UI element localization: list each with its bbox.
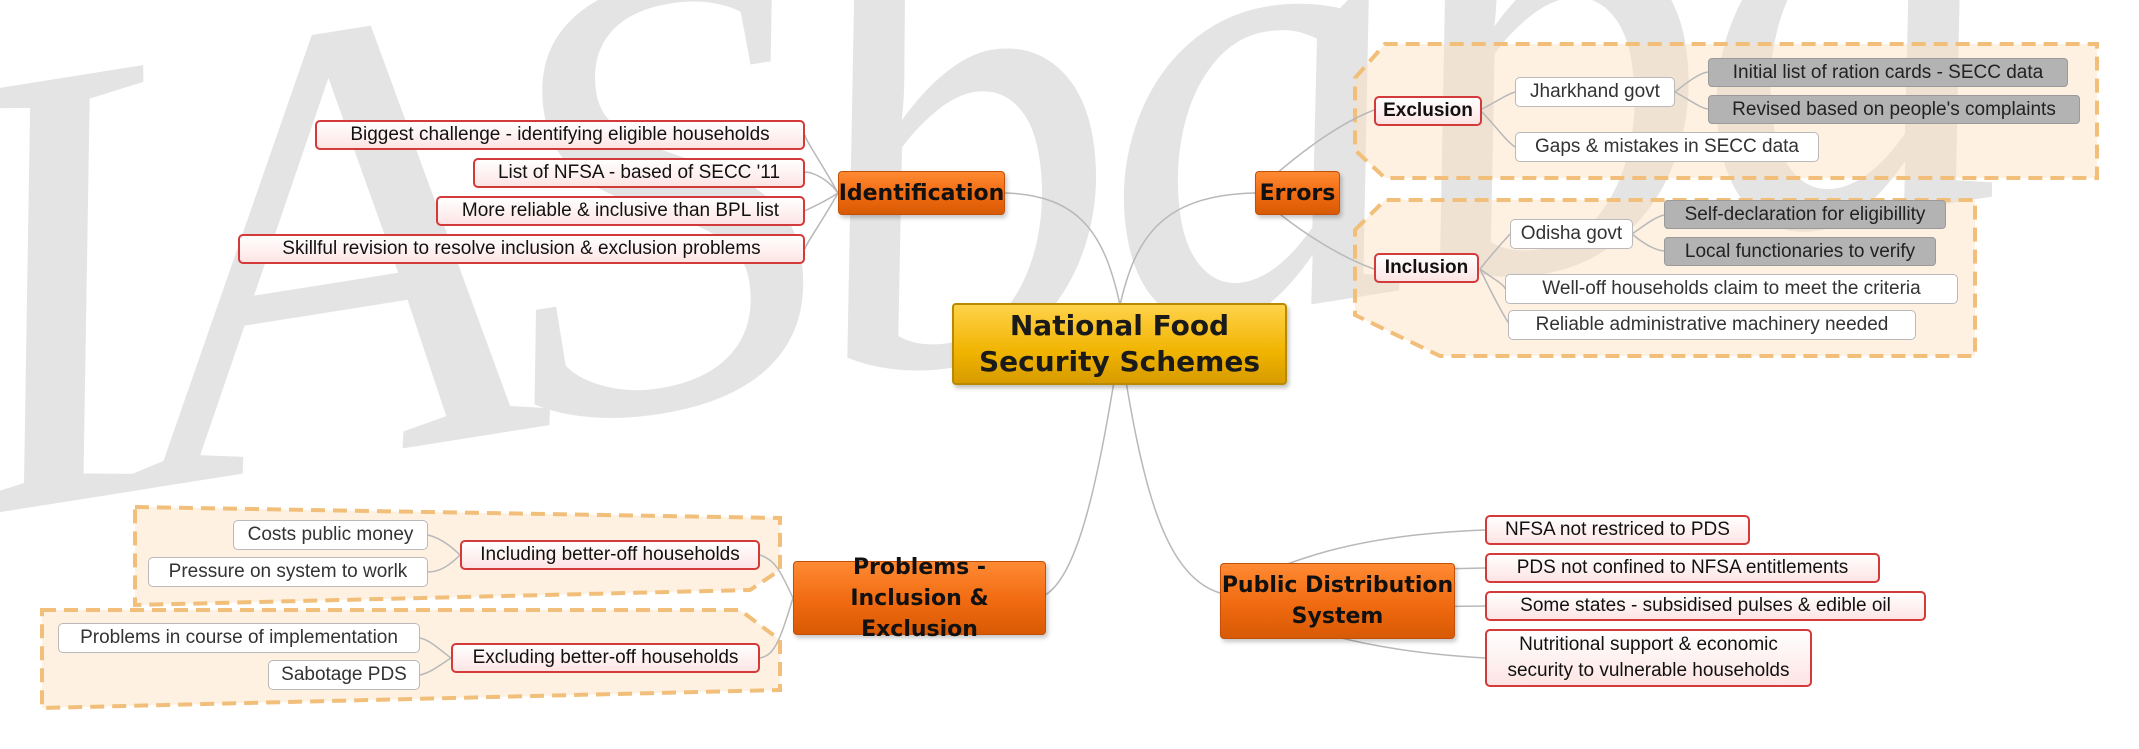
excluding-item[interactable]: Problems in course of implementation [58, 623, 420, 653]
pds-item[interactable]: NFSA not restriced to PDS [1485, 515, 1750, 545]
jharkhand-node[interactable]: Jharkhand govt [1515, 77, 1675, 107]
topic-pds[interactable]: Public Distribution System [1220, 563, 1455, 639]
including-item[interactable]: Costs public money [233, 520, 428, 550]
topic-errors[interactable]: Errors [1255, 171, 1340, 215]
exclusion-node[interactable]: Exclusion [1374, 96, 1482, 126]
excluding-node[interactable]: Excluding better-off households [451, 643, 760, 673]
odisha-item[interactable]: Self-declaration for eligibillity [1664, 200, 1946, 229]
odisha-node[interactable]: Odisha govt [1510, 219, 1633, 249]
excluding-item[interactable]: Sabotage PDS [268, 660, 420, 690]
pds-item[interactable]: Some states - subsidised pulses & edible… [1485, 591, 1926, 621]
topic-identification[interactable]: Identification [838, 171, 1005, 215]
pds-item[interactable]: PDS not confined to NFSA entitlements [1485, 553, 1880, 583]
identification-item[interactable]: List of NFSA - based of SECC '11 [473, 158, 805, 188]
identification-item[interactable]: Skillful revision to resolve inclusion &… [238, 234, 805, 264]
exclusion-gaps[interactable]: Gaps & mistakes in SECC data [1515, 132, 1819, 162]
odisha-item[interactable]: Local functionaries to verify [1664, 237, 1936, 266]
identification-item[interactable]: Biggest challenge - identifying eligible… [315, 120, 805, 150]
inclusion-reliable[interactable]: Reliable administrative machinery needed [1508, 310, 1916, 340]
central-topic[interactable]: National Food Security Schemes [952, 303, 1287, 385]
including-item[interactable]: Pressure on system to worlk [148, 557, 428, 587]
identification-item[interactable]: More reliable & inclusive than BPL list [436, 196, 805, 226]
jharkhand-item[interactable]: Initial list of ration cards - SECC data [1708, 58, 2068, 87]
inclusion-node[interactable]: Inclusion [1374, 253, 1479, 283]
including-node[interactable]: Including better-off households [460, 540, 760, 570]
pds-item[interactable]: Nutritional support & economic security … [1485, 629, 1812, 687]
topic-problems[interactable]: Problems - Inclusion & Exclusion [793, 555, 1046, 642]
inclusion-welloff[interactable]: Well-off households claim to meet the cr… [1505, 274, 1958, 304]
jharkhand-item[interactable]: Revised based on people's complaints [1708, 95, 2080, 124]
